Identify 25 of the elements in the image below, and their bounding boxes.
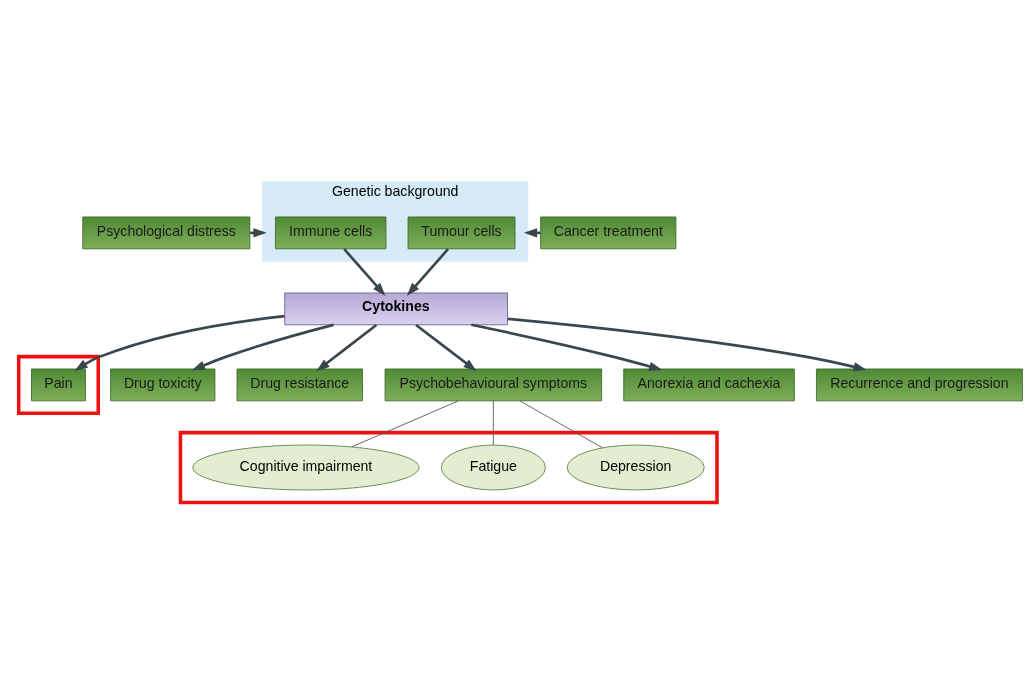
node-box: Pain xyxy=(31,368,86,402)
node-ellipse: Fatigue xyxy=(440,444,546,491)
node-ellipse: Cognitive impairment xyxy=(192,444,420,491)
node-box: Immune cells xyxy=(275,216,387,250)
arrow xyxy=(471,323,663,371)
node-box: Drug resistance xyxy=(236,368,363,402)
cluster xyxy=(178,430,719,505)
node-box: Anorexia and cachexia xyxy=(623,368,795,402)
arrow xyxy=(191,323,334,371)
node-box: Psychological distress xyxy=(82,216,251,250)
arrow xyxy=(406,248,449,296)
node-box: Psychobehavioural symptoms xyxy=(384,368,603,402)
arrow xyxy=(74,314,285,371)
node-box: Cancer treatment xyxy=(540,216,677,250)
arrow xyxy=(316,323,378,372)
node-ellipse: Depression xyxy=(566,444,705,491)
arrow xyxy=(415,323,477,372)
connector xyxy=(492,400,494,446)
arrow xyxy=(507,317,867,372)
node-box: Cytokines xyxy=(284,292,508,326)
arrow xyxy=(343,248,386,296)
node-box: Drug toxicity xyxy=(110,368,216,402)
cluster xyxy=(16,354,100,415)
node-box: Recurrence and progression xyxy=(816,368,1023,402)
node-box: Tumour cells xyxy=(407,216,516,250)
